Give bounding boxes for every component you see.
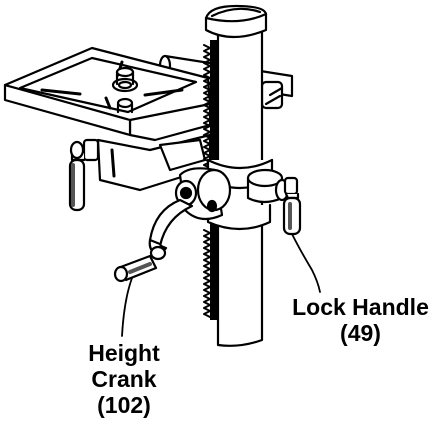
height-crank — [113, 198, 194, 283]
lock-handle — [282, 192, 302, 236]
height-crank-leader — [121, 277, 133, 337]
lock-handle-leader — [291, 233, 321, 293]
height-crank-line1: Height — [88, 340, 160, 366]
height-crank-line2: Crank — [91, 366, 157, 392]
lock-handle-callout: Lock Handle (49) — [280, 294, 441, 346]
height-crank-callout: Height Crank (102) — [66, 340, 182, 418]
lock-handle-ref: (49) — [340, 320, 381, 346]
lock-collar — [246, 168, 299, 204]
work-table — [3, 46, 212, 142]
lock-handle-name: Lock Handle — [292, 294, 429, 320]
height-crank-ref: (102) — [97, 392, 151, 418]
rack-teeth — [203, 44, 211, 318]
table-lock-knob — [68, 138, 100, 212]
